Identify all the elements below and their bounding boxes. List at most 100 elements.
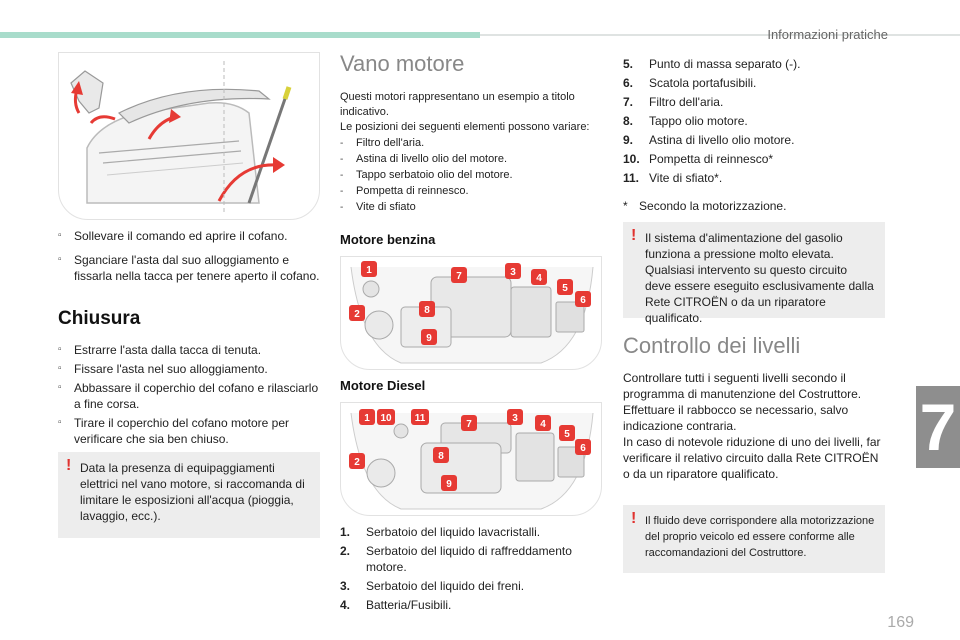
callout-9 xyxy=(441,475,457,491)
list-item: ▫Sollevare il comando ed aprire il cofan… xyxy=(58,229,288,243)
callout-7 xyxy=(451,267,467,283)
list-item: -Pompetta di reinnesco. xyxy=(340,185,469,197)
levels-title: Controllo dei livelli xyxy=(623,333,801,358)
diesel-engine-illustration: 1 10 11 7 3 4 5 6 8 2 9 xyxy=(340,402,602,516)
engine-callouts: 1 10 11 7 3 4 5 6 8 2 9 xyxy=(349,409,591,491)
callout-label: 4 xyxy=(536,273,542,284)
components-list-2: 5.Punto di massa separato (-). 6.Scatola… xyxy=(623,56,887,186)
water-warning-box: ! Data la presenza di equipaggiamenti el… xyxy=(58,452,320,538)
list-item: 1.Serbatoio del liquido lavacristalli. xyxy=(340,525,541,539)
callout-label: 4 xyxy=(540,419,546,430)
footnote: * Secondo la motorizzazione. xyxy=(623,199,787,213)
diesel-engine-title: Motore Diesel xyxy=(340,378,426,393)
list-item: 7.Filtro dell'aria. xyxy=(623,95,724,109)
engine-bay-title: Vano motore xyxy=(340,51,465,76)
bullet-icon: ▫ xyxy=(58,230,62,241)
callout-2 xyxy=(349,453,365,469)
list-item: 8.Tappo olio motore. xyxy=(623,114,748,128)
section-title: Informazioni pratiche xyxy=(767,27,888,42)
bullet-icon: ▫ xyxy=(58,344,62,355)
callout-label: 6 xyxy=(580,443,586,454)
callout-3 xyxy=(507,409,523,425)
page-number: 169 xyxy=(887,614,914,631)
warning-icon: ! xyxy=(66,457,72,474)
list-item: 3.Serbatoio del liquido dei freni. xyxy=(340,579,525,593)
closing-title: Chiusura xyxy=(58,308,141,329)
callout-3 xyxy=(505,263,521,279)
callout-10 xyxy=(377,409,395,425)
callout-label: 11 xyxy=(415,413,426,424)
callout-1 xyxy=(359,409,375,425)
bullet-icon: ▫ xyxy=(58,417,62,428)
closing-steps-list: ▫Estrarre l'asta dalla tacca di tenuta. … xyxy=(58,342,320,447)
callout-label: 6 xyxy=(580,295,586,306)
list-item: 6.Scatola portafusibili. xyxy=(623,76,757,90)
warning-icon: ! xyxy=(631,227,637,244)
callout-label: 1 xyxy=(366,265,372,276)
callout-8 xyxy=(433,447,449,463)
fluid-warning-box: ! Il fluido deve corrispondere alla moto… xyxy=(623,505,885,573)
intro-text: Questi motori rappresentano un esempio a… xyxy=(340,91,575,118)
list-item: 10.Pompetta di reinnesco* xyxy=(623,152,774,166)
components-list-1: 1.Serbatoio del liquido lavacristalli. 2… xyxy=(340,524,606,613)
callout-label: 10 xyxy=(380,413,392,424)
list-item: -Filtro dell'aria. xyxy=(340,137,425,149)
bullet-icon: ▫ xyxy=(58,254,62,265)
callout-label: 7 xyxy=(456,271,462,282)
callout-label: 7 xyxy=(466,419,472,430)
levels-paragraph-2: In caso di notevole riduzione di uno dei… xyxy=(623,435,881,481)
callout-label: 2 xyxy=(354,309,360,320)
callout-label: 8 xyxy=(424,305,430,316)
callout-5 xyxy=(557,279,573,295)
list-item: ▫Sganciare l'asta dal suo alloggiamento … xyxy=(58,253,320,283)
callout-5 xyxy=(559,425,575,441)
bonnet-illustration xyxy=(58,52,320,220)
petrol-engine-title: Motore benzina xyxy=(340,232,436,247)
header-rule xyxy=(480,34,960,36)
callout-9 xyxy=(421,329,437,345)
bullet-icon: ▫ xyxy=(58,363,62,374)
warning-icon: ! xyxy=(631,510,637,527)
header-accent-bar xyxy=(0,32,480,38)
callout-label: 3 xyxy=(510,267,516,278)
callout-1 xyxy=(361,261,377,277)
callout-4 xyxy=(535,415,551,431)
list-item: 2.Serbatoio del liquido di raffreddament… xyxy=(340,544,572,574)
list-item: ▫Tirare il coperchio del cofano motore p… xyxy=(58,416,289,446)
callout-label: 1 xyxy=(364,413,370,424)
variable-items-list: -Filtro dell'aria. -Astina di livello ol… xyxy=(340,136,606,215)
callout-6 xyxy=(575,291,591,307)
callout-label: 5 xyxy=(564,429,570,440)
callout-label: 8 xyxy=(438,451,444,462)
callout-7 xyxy=(461,415,477,431)
callout-label: 9 xyxy=(446,479,452,490)
engine-callouts: 1 7 3 4 5 6 8 2 9 xyxy=(349,261,591,345)
footnote-mark: * xyxy=(623,199,628,213)
callout-4 xyxy=(531,269,547,285)
callout-label: 5 xyxy=(562,283,568,294)
callout-2 xyxy=(349,305,365,321)
open-steps-list: ▫Sollevare il comando ed aprire il cofan… xyxy=(58,228,320,284)
callout-11 xyxy=(411,409,429,425)
callout-6 xyxy=(575,439,591,455)
levels-paragraph-1: Controllare tutti i seguenti livelli sec… xyxy=(623,371,862,433)
callout-label: 9 xyxy=(426,333,432,344)
callout-8 xyxy=(419,301,435,317)
callout-label: 2 xyxy=(354,457,360,468)
callout-label: 3 xyxy=(512,413,518,424)
petrol-engine-illustration: 1 7 3 4 5 6 8 2 9 xyxy=(340,256,602,370)
list-item: 9.Astina di livello olio motore. xyxy=(623,133,795,147)
bullet-icon: ▫ xyxy=(58,382,62,393)
list-item: -Vite di sfiato xyxy=(340,201,416,213)
list-item: 5.Punto di massa separato (-). xyxy=(623,57,801,71)
intro-text-2: Le posizioni dei seguenti elementi posso… xyxy=(340,121,590,133)
list-item: -Astina di livello olio del motore. xyxy=(340,153,508,165)
list-item: ▫Estrarre l'asta dalla tacca di tenuta. xyxy=(58,343,262,357)
list-item: ▫Fissare l'asta nel suo alloggiamento. xyxy=(58,362,268,376)
list-item: 11.Vite di sfiato*. xyxy=(623,171,723,185)
fuel-pressure-warning-box: ! Il sistema d'alimentazione del gasolio… xyxy=(623,222,885,325)
chapter-tab: 7 xyxy=(916,386,960,468)
list-item: -Tappo serbatoio olio del motore. xyxy=(340,169,513,181)
list-item: 4.Batteria/Fusibili. xyxy=(340,598,452,612)
list-item: ▫Abbassare il coperchio del cofano e ril… xyxy=(58,381,319,411)
